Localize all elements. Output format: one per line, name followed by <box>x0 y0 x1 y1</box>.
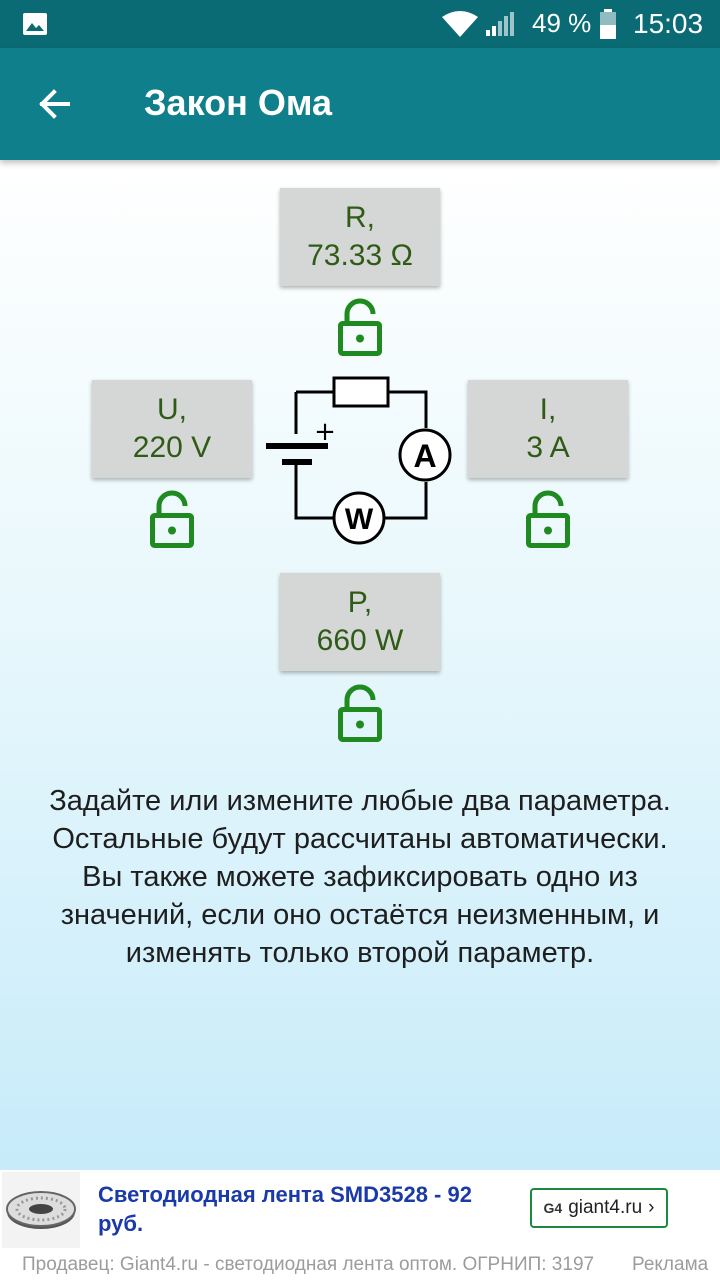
voltage-value: 220 V <box>132 431 212 464</box>
clock: 15:03 <box>633 8 704 39</box>
resistance-value: 73.33 Ω <box>307 239 413 272</box>
signal-icon <box>486 12 514 36</box>
led-strip-reel-image <box>2 1172 80 1248</box>
power-param-button[interactable]: P, 660 W <box>280 573 440 671</box>
power-unlock-icon[interactable] <box>338 684 382 742</box>
power-value: 660 W <box>316 624 404 657</box>
current-value: 3 A <box>526 431 570 464</box>
voltage-label: U, <box>157 393 187 426</box>
page-title: Закон Ома <box>144 82 333 123</box>
ad-brand-badge: G4 <box>543 1200 563 1216</box>
ammeter-label: A <box>413 438 436 474</box>
ad-visit-button[interactable]: G4 giant4.ru › <box>530 1188 668 1228</box>
resistance-param-button[interactable]: R, 73.33 Ω <box>280 188 440 286</box>
wifi-icon <box>442 11 478 37</box>
ammeter-symbol <box>398 428 452 482</box>
chevron-right-icon: › <box>648 1197 655 1218</box>
battery-percent: 49 % <box>532 8 592 38</box>
ad-banner[interactable]: Светодиодная лента SMD3528 - 92 руб. G4 … <box>0 1170 720 1280</box>
voltage-param-button[interactable]: U, 220 V <box>92 380 252 478</box>
ad-seller-info: Продавец: Giant4.ru - светодиодная лента… <box>22 1254 595 1275</box>
resistance-unlock-icon[interactable] <box>338 298 382 356</box>
wattmeter-symbol <box>332 491 386 545</box>
circuit-diagram: + A W <box>266 376 452 545</box>
wattmeter-label: W <box>345 503 374 536</box>
current-param-button[interactable]: I, 3 A <box>468 380 628 478</box>
resistor-symbol <box>332 376 390 408</box>
voltage-unlock-icon[interactable] <box>150 490 194 548</box>
ad-label: Реклама <box>630 1254 709 1276</box>
back-arrow-icon[interactable] <box>30 80 78 128</box>
resistance-label: R, <box>345 201 375 234</box>
ad-headline[interactable]: Светодиодная лента SMD3528 - 92 руб. <box>98 1182 472 1236</box>
app-bar: Закон Ома <box>0 48 720 160</box>
status-bar: 49 % 15:03 <box>0 0 720 48</box>
battery-icon <box>600 9 616 39</box>
battery-symbol <box>266 443 328 465</box>
instructions-text: Задайте или измените любые два параметра… <box>49 785 671 969</box>
ad-site-label: giant4.ru <box>568 1197 643 1218</box>
battery-plus-sign: + <box>314 417 336 447</box>
power-label: P, <box>347 586 373 619</box>
ad-footer: Продавец: Giant4.ru - светодиодная лента… <box>0 1250 720 1280</box>
current-unlock-icon[interactable] <box>526 490 570 548</box>
circuit-wires <box>294 390 428 520</box>
current-label: I, <box>539 393 557 426</box>
gallery-notification-icon <box>23 13 47 35</box>
